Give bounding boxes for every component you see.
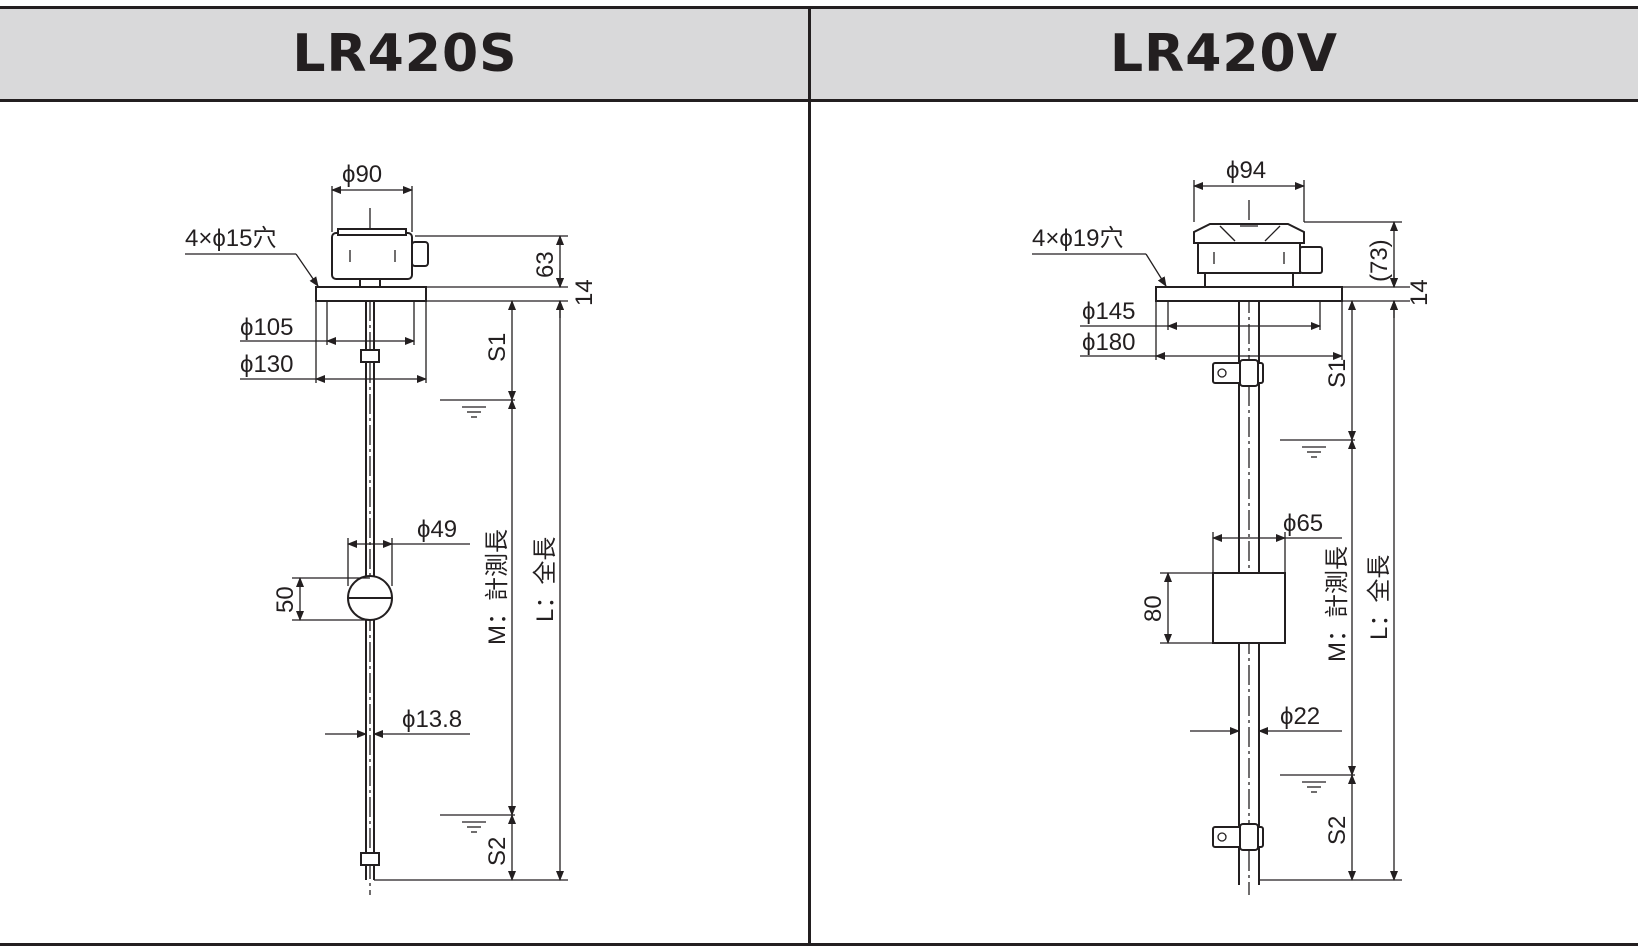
label-total-length: L：全長 [1366,555,1393,640]
lower-stopper [1212,823,1264,851]
flange [1155,286,1343,302]
dim-top-dia: ϕ90 [331,161,413,232]
label-s1: S1 [1324,359,1351,388]
dim-rod-dia: ϕ22 [1190,703,1342,735]
model-title: LR420S [292,24,518,84]
dim-head-height: (73) [1304,221,1402,288]
dim-s1: S1 [1324,300,1356,441]
liquid-level-upper [440,399,515,418]
label-flange-inner: ϕ145 [1082,298,1135,325]
liquid-level-upper [1280,439,1355,458]
dim-flange-thickness: 14 [1342,270,1433,318]
dim-float-dia: ϕ49 [347,516,470,586]
model-header-lr420s: LR420S [0,6,810,102]
terminal-head [1193,223,1323,288]
panel-lr420s: LR420S [0,0,810,946]
dim-measuring-length: M：計測長 [1324,439,1356,776]
label-float-height: 50 [272,586,299,613]
dim-s1: S1 [484,300,516,401]
drawing-lr420s: ϕ90 4×ϕ15穴 63 14 ϕ105 [185,161,598,895]
ball-float [347,575,393,621]
label-measuring-length: M：計測長 [1324,546,1351,662]
liquid-level-lower [1280,774,1355,793]
upper-stopper [360,349,380,363]
dim-rod-dia: ϕ13.8 [325,706,470,738]
flange [315,286,427,302]
label-float-dia: ϕ49 [417,516,457,543]
dim-top-dia: ϕ94 [1193,157,1305,222]
dim-flange-outer: ϕ180 [1080,301,1343,360]
label-s2: S2 [1324,816,1351,845]
dim-holes: 4×ϕ15穴 [185,225,319,287]
liquid-level-lower [440,814,515,833]
label-total-length: L：全長 [532,537,559,622]
label-flange-thickness: 14 [1406,279,1433,306]
bottom-rule [0,943,1638,946]
dim-head-height: 63 [415,235,568,288]
dim-flange-inner: ϕ105 [240,301,415,345]
label-flange-outer: ϕ180 [1082,329,1135,356]
label-measuring-length: M：計測長 [484,529,511,645]
label-holes: 4×ϕ19穴 [1032,225,1124,252]
label-head-height: 63 [532,251,559,278]
label-float-dia: ϕ65 [1283,510,1323,537]
model-title: LR420V [1110,24,1338,84]
label-top-dia: ϕ94 [1226,157,1266,184]
dim-s2: S2 [484,814,516,881]
label-flange-thickness: 14 [571,279,598,306]
label-head-height: (73) [1366,239,1393,282]
lower-stopper [360,852,380,866]
label-s1: S1 [484,333,511,362]
cylinder-float [1212,572,1286,644]
label-flange-outer: ϕ130 [240,351,293,378]
dim-flange-inner: ϕ145 [1080,298,1321,330]
terminal-head [331,228,429,288]
panel-lr420v: LR420V [810,0,1638,946]
model-header-lr420v: LR420V [810,6,1638,102]
upper-stopper [1212,359,1264,387]
dim-holes: 4×ϕ19穴 [1032,225,1167,287]
dim-s2: S2 [1324,774,1356,881]
dim-float-dia: ϕ65 [1212,510,1342,572]
label-s2: S2 [484,837,511,866]
drawing-lr420v: ϕ94 4×ϕ19穴 (73) 14 ϕ145 [1032,157,1433,895]
dim-total-length: L：全長 [1259,300,1402,881]
label-top-dia: ϕ90 [342,161,382,188]
label-float-height: 80 [1140,595,1167,622]
dim-measuring-length: M：計測長 [484,399,516,816]
panel-divider [808,6,811,946]
label-holes: 4×ϕ15穴 [185,225,277,252]
dim-float-height: 50 [272,577,370,621]
label-rod-dia: ϕ13.8 [402,706,462,733]
dim-flange-outer: ϕ130 [240,301,427,383]
dim-float-height: 80 [1140,572,1213,644]
label-rod-dia: ϕ22 [1280,703,1320,730]
dim-total-length: L：全長 [374,300,568,881]
label-flange-inner: ϕ105 [240,314,293,341]
